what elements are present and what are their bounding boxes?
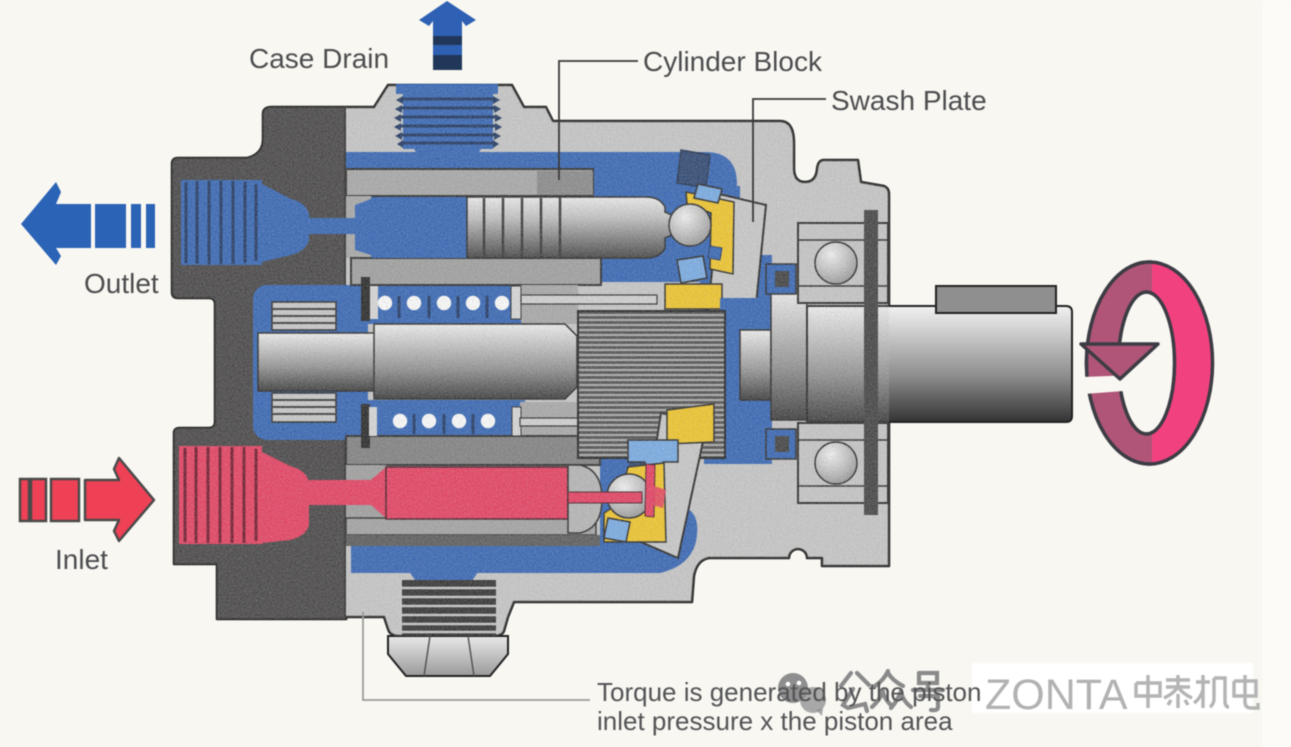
- svg-text:Outlet: Outlet: [84, 268, 159, 299]
- svg-text:inlet pressure x the piston ar: inlet pressure x the piston area: [597, 706, 953, 736]
- svg-text:Torque is generated by the pis: Torque is generated by the piston: [597, 677, 981, 707]
- svg-text:ZONTA: ZONTA: [985, 671, 1128, 719]
- svg-text:Inlet: Inlet: [55, 544, 108, 575]
- svg-text:Cylinder Block: Cylinder Block: [643, 46, 823, 77]
- svg-text:Case Drain: Case Drain: [249, 43, 389, 74]
- svg-text:Swash Plate: Swash Plate: [831, 85, 987, 116]
